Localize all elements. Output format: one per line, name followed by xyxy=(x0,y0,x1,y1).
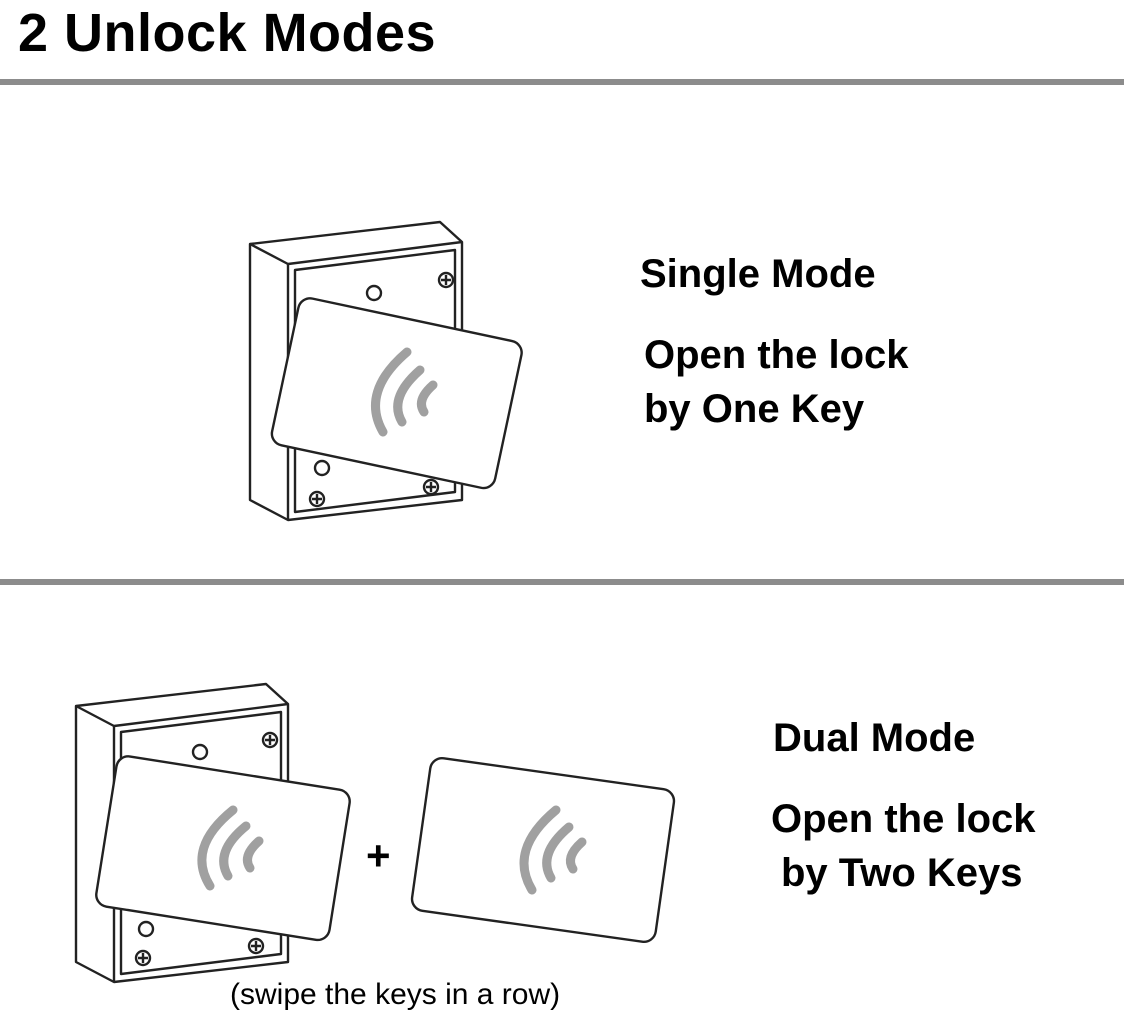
single-desc-line-2: by One Key xyxy=(644,387,865,431)
screw-icon xyxy=(308,271,455,508)
screw-icon xyxy=(134,731,279,967)
dual-mode-description: Open the lock by Two Keys xyxy=(771,792,1036,900)
divider-top xyxy=(0,79,1124,85)
single-mode-title: Single Mode xyxy=(640,252,876,296)
dual-mode-title: Dual Mode xyxy=(773,716,976,760)
key-card-icon xyxy=(410,756,676,944)
page-title: 2 Unlock Modes xyxy=(18,3,437,63)
rfid-wave-icon xyxy=(371,347,438,437)
rfid-wave-icon xyxy=(197,805,264,891)
divider-middle xyxy=(0,579,1124,585)
dual-desc-line-2: by Two Keys xyxy=(781,851,1023,895)
single-desc-line-1: Open the lock xyxy=(644,333,909,377)
single-mode-description: Open the lock by One Key xyxy=(644,328,909,436)
dual-mode-caption: (swipe the keys in a row) xyxy=(230,978,561,1011)
dual-desc-line-1: Open the lock xyxy=(771,797,1036,841)
plus-sign: + xyxy=(366,832,391,879)
rfid-wave-icon xyxy=(519,805,587,895)
